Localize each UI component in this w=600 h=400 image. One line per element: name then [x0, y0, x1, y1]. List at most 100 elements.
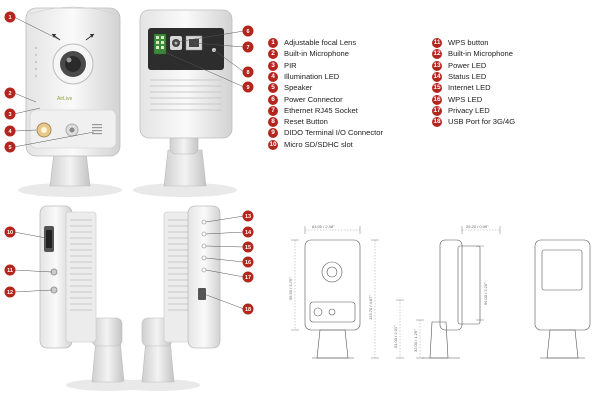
side-view-left — [39, 205, 150, 391]
legend-number: 8 — [268, 117, 278, 128]
legend-label: PIR — [284, 60, 297, 70]
legend-number: 2 — [268, 49, 278, 60]
dim-side-body-height: 56.00 / 2.20" — [483, 282, 488, 305]
callout-17: 17 — [242, 271, 254, 283]
dim-side-base-height: 32.00 / 1.26" — [413, 329, 418, 352]
svg-text:5: 5 — [8, 145, 11, 151]
callout-badges: 1 2 3 4 5 6 7 8 9 10 11 12 13 14 15 16 1… — [4, 11, 254, 315]
legend-item-18: 18 USB Port for 3G/4G — [432, 117, 516, 128]
legend-label: Reset Button — [284, 117, 328, 127]
legend-item-5: 5 Speaker — [268, 83, 313, 94]
legend-item-13: 13 Power LED — [432, 60, 487, 71]
legend-number: 15 — [432, 83, 442, 94]
legend-label: DIDO Terminal I/O Connector — [284, 128, 384, 138]
dim-total-height: 123.70 / 4.87" — [368, 295, 373, 320]
svg-text:4: 4 — [8, 129, 12, 135]
callout-8: 8 — [242, 66, 254, 78]
callout-7: 7 — [242, 41, 254, 53]
legend-label: Built-in Microphone — [448, 49, 513, 59]
legend-number: 16 — [432, 94, 442, 105]
legend-item-6: 6 Power Connector — [268, 94, 343, 105]
dim-side-width: 25.20 / 0.99" — [466, 224, 489, 229]
legend-number: 18 — [432, 117, 442, 128]
callout-3: 3 — [4, 108, 16, 120]
legend-label: Speaker — [284, 83, 313, 93]
svg-text:18: 18 — [245, 307, 251, 313]
callout-leaders — [13, 16, 245, 310]
back-view — [133, 9, 237, 197]
callout-14: 14 — [242, 226, 254, 238]
svg-text:8: 8 — [246, 70, 249, 76]
legend-label: Power LED — [448, 60, 487, 70]
svg-text:1: 1 — [8, 15, 11, 21]
svg-text:14: 14 — [245, 230, 252, 236]
legend-item-1: 1 Adjustable focal Lens — [268, 38, 356, 48]
svg-text:3: 3 — [8, 112, 11, 118]
legend-item-3: 3 PIR — [268, 60, 297, 71]
callout-5: 5 — [4, 141, 16, 153]
legend-label: Status LED — [448, 71, 487, 81]
legend-number: 3 — [268, 60, 278, 71]
legend-number: 17 — [432, 105, 442, 116]
dim-front-height: 95.50 / 3.76" — [288, 277, 293, 300]
legend-item-16: 16 WPS LED — [432, 94, 483, 105]
svg-text:13: 13 — [245, 214, 251, 220]
legend-number: 1 — [268, 38, 278, 48]
callout-18: 18 — [242, 303, 254, 315]
legend-number: 5 — [268, 83, 278, 94]
brand-logo: AirLive — [57, 96, 73, 102]
legend-label: Adjustable focal Lens — [284, 38, 357, 47]
callout-11: 11 — [4, 264, 16, 276]
legend-number: 4 — [268, 71, 278, 82]
legend-item-10: 10 Micro SD/SDHC slot — [268, 139, 353, 150]
svg-text:16: 16 — [245, 260, 251, 266]
legend-label: WPS LED — [448, 94, 483, 104]
side-view-right — [116, 205, 221, 391]
callout-4: 4 — [4, 125, 16, 137]
legend-label: Internet LED — [448, 83, 491, 93]
callout-12: 12 — [4, 286, 16, 298]
legend-number: 13 — [432, 60, 442, 71]
legend-number: 7 — [268, 105, 278, 116]
legend-label: Privacy LED — [448, 105, 490, 115]
legend-item-11: 11 WPS button — [432, 38, 489, 48]
legend-label: Illumination LED — [284, 71, 340, 81]
legend-item-12: 12 Built-in Microphone — [432, 49, 513, 60]
legend-item-14: 14 Status LED — [432, 71, 487, 82]
svg-text:17: 17 — [245, 275, 251, 281]
legend-label: Power Connector — [284, 94, 343, 104]
callout-2: 2 — [4, 87, 16, 99]
callout-10: 10 — [4, 226, 16, 238]
callout-13: 13 — [242, 210, 254, 222]
dimension-drawings — [291, 226, 591, 359]
svg-text:12: 12 — [7, 290, 13, 296]
legend-left: 1 Adjustable focal Lens 2 Built-in Microph… — [268, 38, 428, 158]
legend-item-2: 2 Built-in Microphone — [268, 49, 349, 60]
legend-number: 10 — [268, 139, 278, 150]
legend-label: USB Port for 3G/4G — [448, 117, 516, 127]
svg-text:9: 9 — [246, 85, 249, 91]
legend-label: Micro SD/SDHC slot — [284, 139, 353, 149]
legend-item-15: 15 Internet LED — [432, 83, 491, 94]
legend-item-4: 4 Illumination LED — [268, 71, 340, 82]
legend-item-17: 17 Privacy LED — [432, 105, 490, 116]
legend-label: WPS button — [448, 38, 489, 47]
legend-number: 11 — [432, 38, 442, 48]
legend-label: Built-in Microphone — [284, 49, 349, 59]
callout-1: 1 — [4, 11, 16, 23]
legend-number: 12 — [432, 49, 442, 60]
svg-text:10: 10 — [7, 230, 13, 236]
legend-number: 6 — [268, 94, 278, 105]
callout-15: 15 — [242, 241, 254, 253]
dimension-labels: 63.00 / 2.48" 95.50 / 3.76" 123.70 / 4.8… — [288, 224, 489, 352]
front-view: AirLive — [18, 6, 122, 197]
svg-text:2: 2 — [8, 91, 11, 97]
svg-text:11: 11 — [7, 268, 13, 274]
legend-number: 14 — [432, 71, 442, 82]
callout-9: 9 — [242, 81, 254, 93]
callout-16: 16 — [242, 256, 254, 268]
